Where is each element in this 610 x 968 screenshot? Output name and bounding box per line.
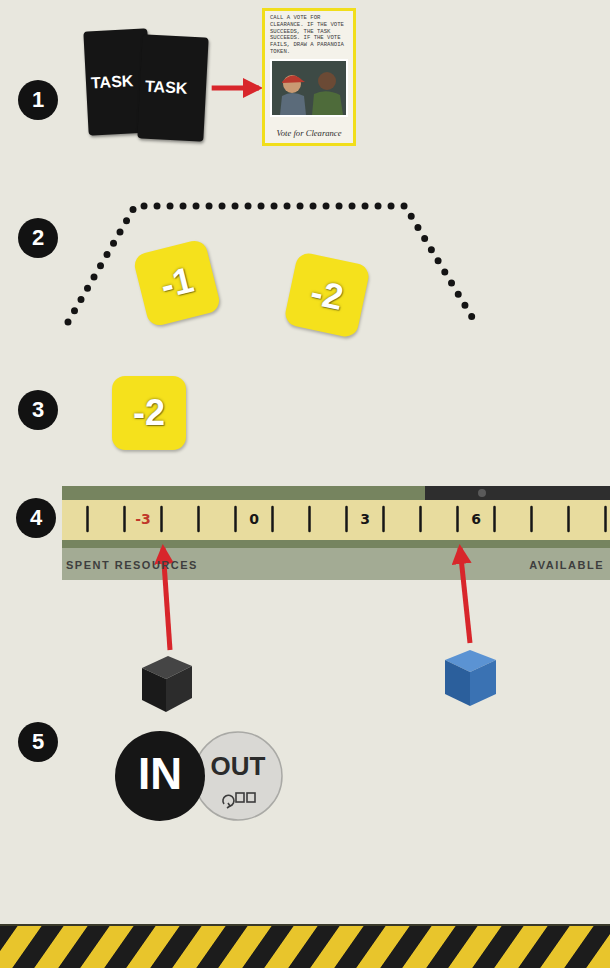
- node-text: CALL A VOTE FOR CLEARANCE. IF THE VOTE S…: [270, 15, 348, 56]
- blue-cube: [445, 650, 496, 706]
- tick: [345, 507, 348, 531]
- figure-body: [280, 93, 306, 115]
- hazard-edge: [0, 924, 610, 926]
- in-token-disc: [115, 731, 205, 821]
- tick: [456, 507, 459, 531]
- resource-token: -1: [132, 238, 222, 328]
- callout-number: 3: [18, 390, 58, 430]
- tick: [271, 507, 274, 531]
- flip-icon: [223, 793, 255, 808]
- node-text: OUT: [211, 751, 266, 782]
- track-value: -3: [135, 511, 151, 527]
- cube-right: [166, 666, 192, 712]
- tick: [197, 507, 200, 531]
- tick: [604, 507, 607, 531]
- tick: [493, 507, 496, 531]
- track-ticks: [88, 507, 606, 531]
- track-plate-lower: [62, 548, 610, 580]
- flip-square: [247, 793, 255, 802]
- out-token-disc: [194, 732, 282, 820]
- task-card: CALL A VOTE FOR CLEARANCE. IF THE VOTE S…: [262, 8, 356, 146]
- tick: [234, 507, 237, 531]
- resource-track: [62, 486, 610, 580]
- figure-cap: [282, 75, 305, 83]
- track-value: 0: [249, 511, 259, 527]
- cube-right: [470, 660, 496, 706]
- dotted-area-outline: [68, 206, 475, 322]
- out-token: OUT: [194, 732, 282, 820]
- flow-arrow: [212, 86, 259, 91]
- node-subtext: Vote for Clearance: [265, 128, 353, 138]
- node-text: -2: [133, 392, 165, 434]
- cube-left: [445, 660, 470, 706]
- node-text: TASK: [145, 78, 188, 98]
- track-bolt: [478, 489, 486, 497]
- hazard-bar: [0, 924, 610, 968]
- resource-token: -2: [283, 251, 371, 339]
- track-plate: [62, 486, 610, 580]
- hazard-stripes: [0, 924, 610, 968]
- track-caption: SPENT RESOURCES: [66, 559, 198, 571]
- figure-head: [318, 72, 336, 90]
- track-value: 3: [360, 511, 370, 527]
- black-cube: [142, 656, 192, 712]
- callout-number: 2: [18, 218, 58, 258]
- card-paper: [265, 11, 353, 143]
- card-photo: [270, 59, 348, 117]
- track-caption: AVAILABLE: [529, 559, 604, 571]
- tick: [308, 507, 311, 531]
- tick: [123, 507, 126, 531]
- photo-ground: [272, 61, 346, 115]
- node-text: -2: [307, 271, 347, 319]
- flip-square: [236, 793, 244, 802]
- node-text: IN: [138, 749, 182, 799]
- pointer-arrow: [460, 548, 470, 643]
- tick: [530, 507, 533, 531]
- track-tape: [62, 500, 610, 540]
- node-text: TASK: [91, 72, 134, 92]
- node-text: -1: [156, 259, 197, 307]
- callout-number: 5: [18, 722, 58, 762]
- tick: [567, 507, 570, 531]
- cube-left: [142, 668, 166, 712]
- task-card-back: TASK: [137, 34, 208, 141]
- callout-number: 4: [16, 498, 56, 538]
- tick: [86, 507, 89, 531]
- track-value: 6: [471, 511, 481, 527]
- callout-number: 1: [18, 80, 58, 120]
- figure-body: [312, 91, 343, 115]
- track-panel: [425, 486, 610, 500]
- tick: [160, 507, 163, 531]
- flip-arrow-tip: [227, 803, 230, 808]
- tick: [419, 507, 422, 531]
- tick: [382, 507, 385, 531]
- resource-token: -2: [112, 376, 186, 450]
- photo-frame: [270, 59, 348, 117]
- in-token: IN: [115, 731, 205, 821]
